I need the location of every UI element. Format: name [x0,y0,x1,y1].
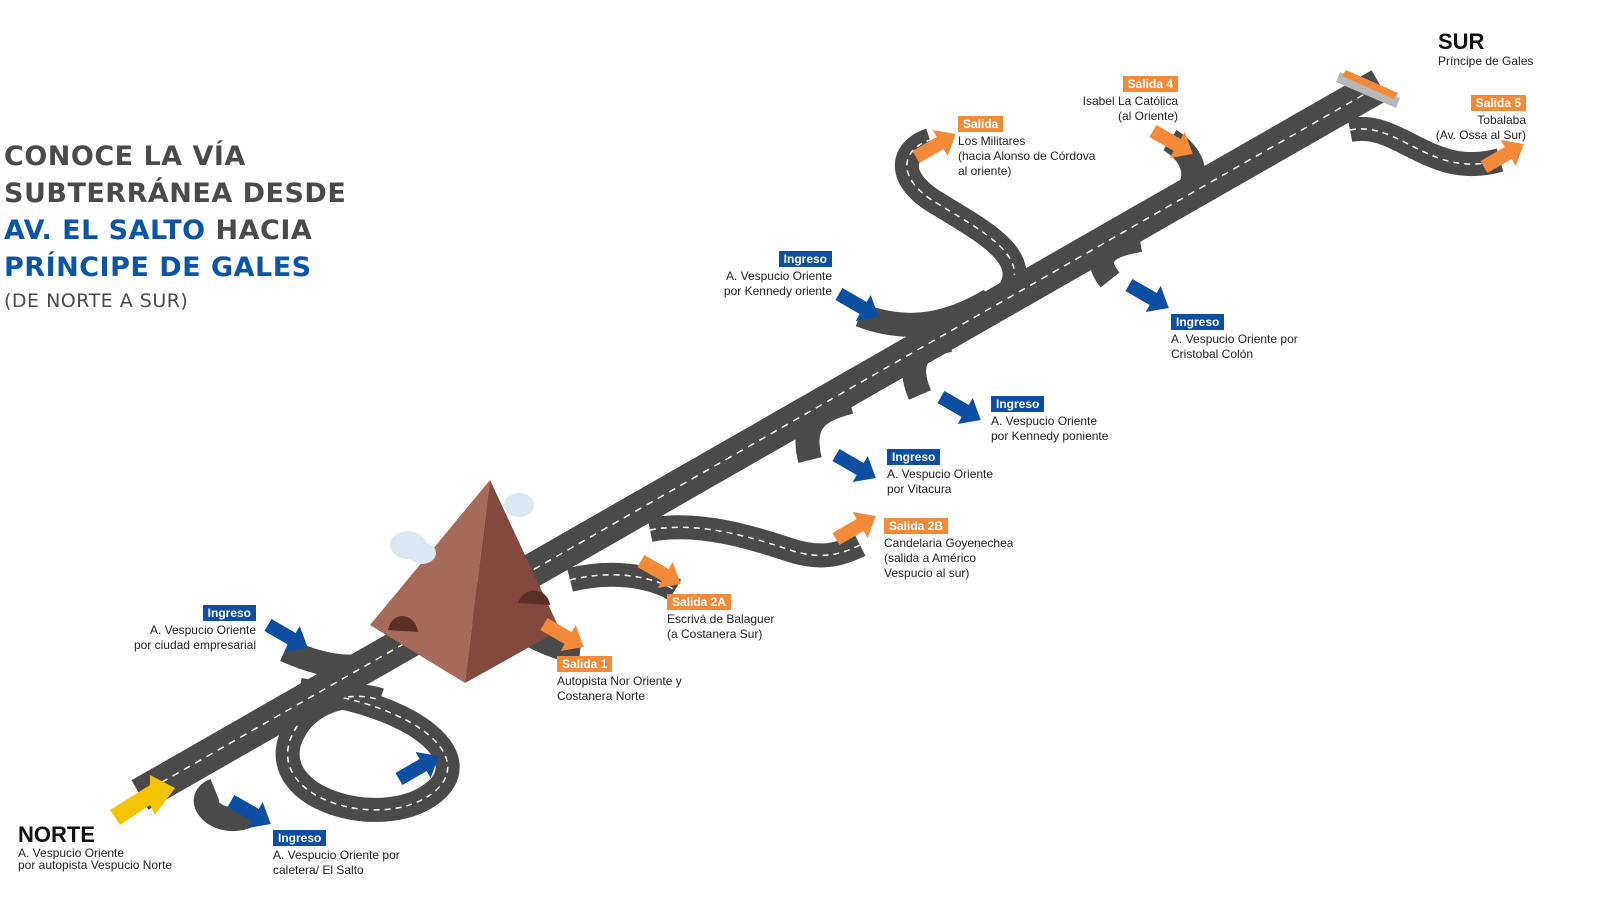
ramp-caletera [193,778,256,832]
tag-ingreso: Ingreso [778,251,832,267]
label-ingreso-empresarial: Ingreso A. Vespucio Oriente por ciudad e… [100,605,256,653]
title-line-3-rest: HACIA [205,215,313,246]
title-highlight-destination: PRÍNCIPE DE GALES [4,252,312,283]
label-desc: A. Vespucio Oriente [725,269,832,283]
ingreso-arrow-icon [828,442,884,491]
ingreso-arrow-icon [933,384,989,433]
label-desc: caletera/ El Salto [273,863,364,877]
tag-ingreso: Ingreso [1171,314,1225,330]
label-desc: Los Militares [958,134,1026,148]
tag-ingreso: Ingreso [887,449,941,465]
label-salida-2a: Salida 2A Escrivá de Balaguer (a Costane… [667,594,774,642]
norte-desc-2: por autopista Vespucio Norte [18,858,173,872]
sur-desc-1: Príncipe de Gales [1438,54,1534,68]
tag-salida: Salida 4 [1122,76,1178,92]
ramps [193,116,1504,832]
sur-gate [1336,70,1400,108]
label-desc: (al Oriente) [1117,109,1178,123]
label-salida-2b: Salida 2B Candelaria Goyenechea (salida … [884,518,1013,581]
sur-label: SUR Príncipe de Gales [1438,30,1533,69]
label-desc: (hacia Alonso de Córdova [958,149,1096,163]
norte-label: NORTE A. Vespucio Oriente por autopista … [18,822,173,872]
tag-salida: Salida 2B [884,518,949,534]
title-line-4: PRÍNCIPE DE GALES [4,249,346,286]
title-highlight-origin: AV. EL SALTO [4,215,206,246]
label-desc: Costanera Norte [557,689,646,703]
label-ingreso-vitacura: Ingreso A. Vespucio Oriente por Vitacura [887,449,993,497]
tag-salida: Salida [958,116,1004,132]
title-line-2: SUBTERRÁNEA DESDE [4,178,347,209]
label-salida-5: Salida 5 Tobalaba (Av. Ossa al Sur) [1420,95,1526,143]
label-ingreso-caletera: Ingreso A. Vespucio Oriente por caletera… [273,830,400,878]
label-ingreso-colon: Ingreso A. Vespucio Oriente por Cristoba… [1171,314,1298,362]
subtitle: (DE NORTE A SUR) [4,290,189,312]
label-desc: por ciudad empresarial [133,638,256,652]
ramp-salida-2b [647,515,866,568]
cloud-icon [390,493,534,564]
label-ingreso-kennedy-oriente: Ingreso A. Vespucio Oriente por Kennedy … [690,251,832,299]
label-desc: Vespucio al sur) [884,566,970,580]
label-salida-4: Salida 4 Isabel La Católica (al Oriente) [1060,76,1178,124]
tag-ingreso: Ingreso [273,830,327,846]
title-line-3: AV. EL SALTO HACIA [4,212,346,249]
sur-name: SUR [1438,29,1485,54]
tag-salida: Salida 2A [667,594,732,610]
tag-salida: Salida 5 [1470,95,1526,111]
norte-name: NORTE [18,822,95,847]
label-desc: A. Vespucio Oriente [991,414,1098,428]
label-desc: A. Vespucio Oriente [149,623,256,637]
tag-ingreso: Ingreso [991,396,1045,412]
label-desc: A. Vespucio Oriente por [273,848,400,862]
label-desc: Candelaria Goyenechea [884,536,1014,550]
label-desc: por Kennedy oriente [723,284,832,298]
tag-ingreso: Ingreso [202,605,256,621]
salida-arrows [536,118,1532,660]
label-ingreso-kennedy-poniente: Ingreso A. Vespucio Oriente por Kennedy … [991,396,1108,444]
label-desc: A. Vespucio Oriente [887,467,994,481]
label-desc: por Kennedy poniente [991,429,1109,443]
title-line-1: CONOCE LA VÍA [4,141,246,172]
norte-start-arrow-icon [110,775,175,825]
label-desc: Tobalaba [1477,113,1526,127]
norte-desc-1: A. Vespucio Oriente [18,846,125,860]
tunnel-mountain [370,480,560,683]
label-desc: al oriente) [958,164,1012,178]
title-block: CONOCE LA VÍA SUBTERRÁNEA DESDE AV. EL S… [4,138,346,312]
label-desc: Escrivá de Balaguer [667,612,775,626]
label-salida-1: Salida 1 Autopista Nor Oriente y Costane… [557,656,682,704]
ingreso-arrows [223,272,1177,837]
tag-salida: Salida 1 [557,656,613,672]
label-desc: A. Vespucio Oriente por [1171,332,1298,346]
ingreso-arrow-icon [1121,272,1177,321]
label-desc: por Vitacura [887,482,952,496]
label-desc: Cristobal Colón [1171,347,1254,361]
label-desc: Isabel La Católica [1082,94,1178,108]
label-salida-militares: Salida Los Militares (hacia Alonso de Có… [958,116,1095,179]
label-desc: (salida a Américo [884,551,977,565]
label-desc: (a Costanera Sur) [667,627,763,641]
label-desc: Autopista Nor Oriente y [557,674,682,688]
label-desc: (Av. Ossa al Sur) [1435,128,1526,142]
